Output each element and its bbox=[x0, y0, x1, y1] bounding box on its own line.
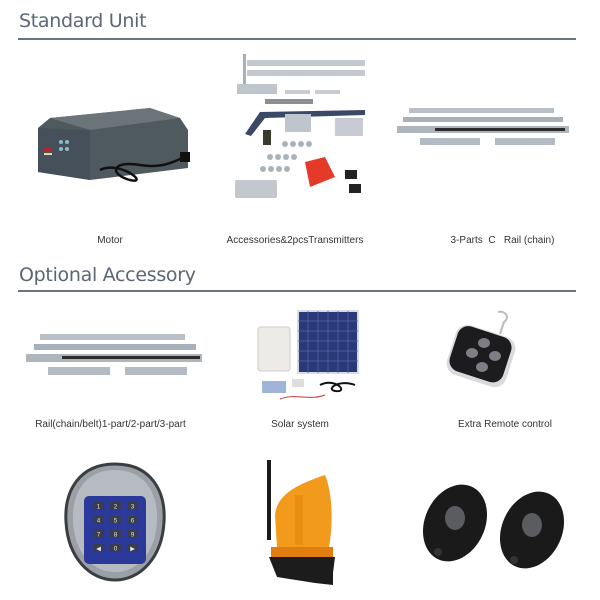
svg-text:◀: ◀ bbox=[96, 547, 101, 553]
caption-motor: Motor bbox=[97, 235, 123, 246]
accessories-kit-image bbox=[235, 54, 365, 198]
svg-text:6: 6 bbox=[131, 519, 135, 525]
section-title-optional-accessory: Optional Accessory bbox=[19, 264, 196, 286]
rail-image bbox=[26, 334, 202, 375]
svg-text:5: 5 bbox=[114, 519, 118, 525]
svg-text:2: 2 bbox=[114, 505, 118, 511]
svg-text:4: 4 bbox=[97, 519, 101, 525]
caption-rail-chain: 3-Parts C Rail (chain) bbox=[450, 235, 555, 246]
section-divider bbox=[18, 290, 576, 292]
caption-rail-optional: Rail(chain/belt)1-part/2-part/3-part bbox=[35, 419, 186, 430]
caption-solar-system: Solar system bbox=[271, 419, 329, 430]
caption-remote-control: Extra Remote control bbox=[458, 419, 552, 430]
svg-text:1: 1 bbox=[97, 505, 101, 511]
wireless-keypad-image: 1 2 3 4 5 6 7 8 9 ◀ 0 ▶ bbox=[64, 462, 166, 582]
svg-text:▶: ▶ bbox=[130, 547, 135, 553]
svg-text:7: 7 bbox=[97, 533, 101, 539]
photocell-sensor-image bbox=[422, 484, 565, 569]
caption-accessories: Accessories&2pcsTransmitters bbox=[226, 235, 364, 246]
section-title-standard-unit: Standard Unit bbox=[19, 10, 147, 32]
svg-text:8: 8 bbox=[114, 533, 118, 539]
remote-control-image bbox=[446, 310, 516, 388]
rail-image bbox=[397, 108, 569, 145]
section-divider bbox=[18, 38, 576, 40]
svg-text:3: 3 bbox=[131, 505, 135, 511]
svg-text:0: 0 bbox=[114, 547, 118, 553]
motor-unit-image bbox=[38, 108, 190, 182]
solar-system-image bbox=[257, 310, 359, 400]
svg-text:9: 9 bbox=[131, 533, 135, 539]
warning-lamp-image bbox=[267, 460, 335, 585]
